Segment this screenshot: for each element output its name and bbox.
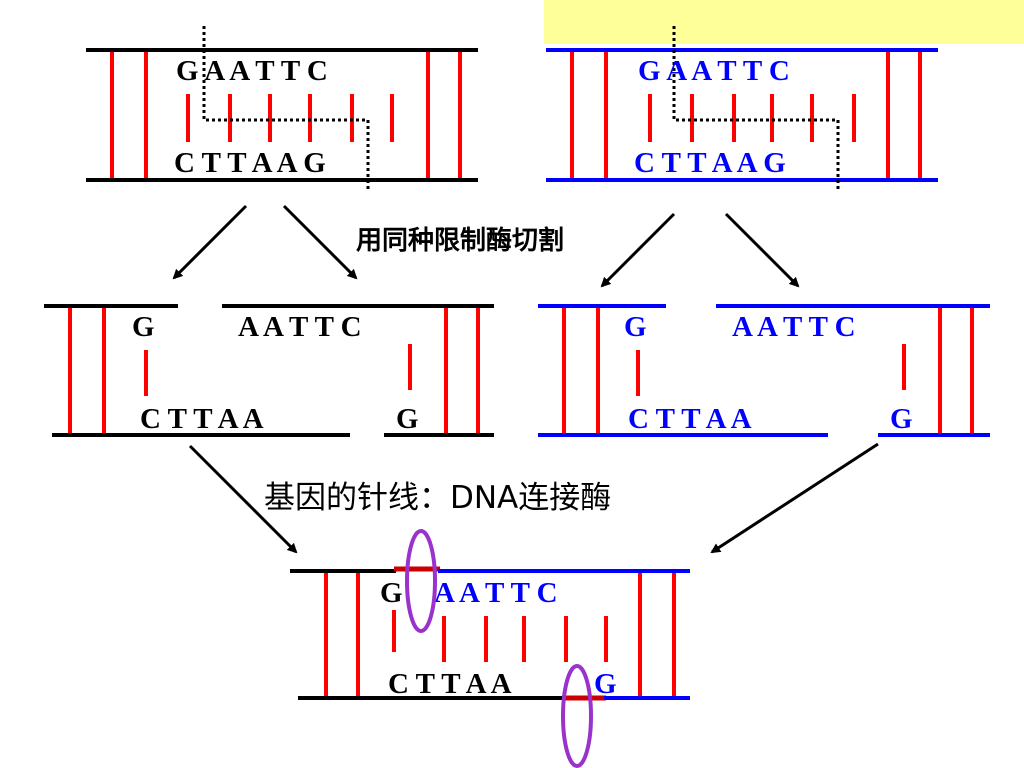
cut-arrows [172,204,800,288]
cut-line [672,26,840,192]
ligation-site-circle-bottom [561,664,593,768]
dna-top-right: G A A T T C C T T A A G [546,26,938,192]
bottom-left-end: C T T A A [628,403,752,435]
arrow-down-left-1 [172,204,248,280]
arrow-down-right-2 [724,212,800,288]
ligation-arrows [188,442,879,554]
top-black-base: G [380,577,403,609]
arrow-to-product-right [710,442,879,554]
top-left-end: G [624,311,647,343]
flank-rungs [324,573,676,696]
arrow-to-product-left [188,444,298,554]
base-pair-rungs [648,94,856,142]
end-rungs [636,344,906,396]
top-right-end: A A T T C [238,311,362,343]
top-sequence: G A A T T C [176,55,328,87]
bottom-sequence: C T T A A G [634,147,786,179]
yellow-highlight-box [544,0,1024,44]
flank-rungs [68,308,480,433]
top-right-end: A A T T C [732,311,856,343]
dna-top-left: G A A T T C C T T A A G [86,26,478,192]
flank-rungs [110,52,462,178]
base-pair-rungs [186,94,394,142]
flank-rungs [562,308,974,433]
bottom-black-bases: C T T A A [388,668,512,700]
dna-recombinant: G A A T T C C T T A A G [290,529,690,768]
ligation-site-circle-top [405,529,437,633]
dna-mid-right: G A A T T C C T T A A G [538,304,990,437]
bottom-right-end: G [890,403,913,435]
top-sequence: G A A T T C [638,55,790,87]
top-blue-bases: A A T T C [434,577,558,609]
end-rungs [144,344,412,396]
base-pair-rungs [392,610,608,662]
bottom-right-end: G [396,403,419,435]
bottom-left-end: C T T A A [140,403,264,435]
top-left-end: G [132,311,155,343]
bottom-sequence: C T T A A G [174,147,326,179]
flank-rungs [570,52,922,178]
dna-mid-left: G A A T T C C T T A A G [44,304,494,437]
cut-line [202,26,370,192]
arrow-down-left-2 [600,212,676,288]
arrow-down-right-1 [282,204,358,280]
bottom-blue-base: G [594,668,617,700]
cut-caption: 用同种限制酶切割 [356,225,564,256]
ligase-caption: 基因的针线：DNA连接酶 [264,480,611,516]
